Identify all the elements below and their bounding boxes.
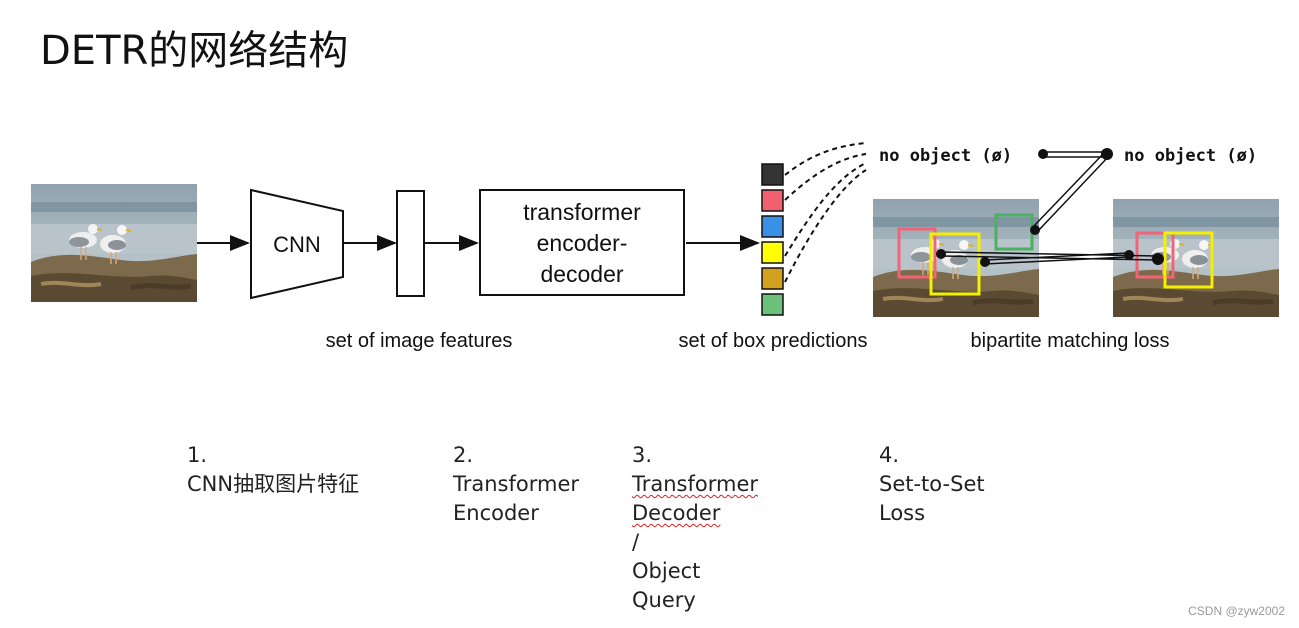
- no-object-label-right: no object (ø): [1124, 146, 1257, 166]
- transformer-label-line1: transformer: [523, 199, 641, 225]
- watermark: CSDN @zyw2002: [1188, 604, 1285, 618]
- caption-bipartite-matching: bipartite matching loss: [971, 330, 1170, 352]
- prediction-slot-6: [761, 293, 784, 316]
- prediction-slot-5: [761, 267, 784, 290]
- cnn-label: CNN: [273, 232, 321, 257]
- no-object-label-left: no object (ø): [879, 146, 1012, 166]
- step-3-line-2: Decoder: [632, 501, 721, 525]
- step-4-line-2: Loss: [879, 501, 926, 525]
- ground-truth-boxes-image: [1113, 199, 1279, 317]
- step-1-line-1: CNN抽取图片特征: [187, 472, 360, 496]
- yellow-box-right: [1163, 231, 1214, 289]
- prediction-slot-2: [761, 189, 784, 212]
- transformer-label-line3: decoder: [540, 261, 623, 287]
- step-3-line-5: Query: [632, 588, 696, 612]
- matching-dots: [936, 148, 1164, 267]
- step-4-number: 4.: [879, 443, 900, 467]
- transformer-label-line2: encoder-: [537, 230, 628, 256]
- cnn-block: [250, 188, 344, 300]
- input-image: [31, 184, 197, 302]
- step-3-line-3: /: [632, 530, 640, 554]
- step-2-line-1: Transformer: [453, 472, 580, 496]
- page-title: DETR的网络结构: [40, 28, 349, 74]
- transformer-block: [479, 189, 685, 296]
- prediction-slot-1: [761, 163, 784, 186]
- matching-connectors: [940, 151, 1159, 265]
- caption-box-predictions: set of box predictions: [679, 330, 868, 352]
- box-predictions: [761, 163, 784, 316]
- image-features-block: [396, 190, 425, 297]
- step-2: 2. Transformer Encoder: [453, 441, 579, 528]
- step-4: 4. Set-to-Set Loss: [879, 441, 985, 528]
- step-1-number: 1.: [187, 443, 208, 467]
- step-3-line-4: Object: [632, 559, 701, 583]
- step-2-number: 2.: [453, 443, 474, 467]
- yellow-box-left: [929, 232, 981, 296]
- dashed-link-3: [784, 162, 867, 257]
- step-1: 1. CNN抽取图片特征: [187, 441, 359, 499]
- pink-box-left: [897, 227, 937, 279]
- step-3-line-1: Transformer: [632, 472, 759, 496]
- prediction-slot-4: [761, 241, 784, 264]
- step-3-number: 3.: [632, 443, 653, 467]
- caption-image-features: set of image features: [326, 330, 513, 352]
- dashed-link-1: [784, 142, 867, 176]
- step-3: 3. Transformer Decoder / Object Query: [632, 441, 758, 615]
- step-4-line-1: Set-to-Set: [879, 472, 985, 496]
- prediction-slot-3: [761, 215, 784, 238]
- step-2-line-2: Encoder: [453, 501, 539, 525]
- dashed-link-2: [784, 153, 867, 201]
- dashed-link-4: [784, 169, 867, 283]
